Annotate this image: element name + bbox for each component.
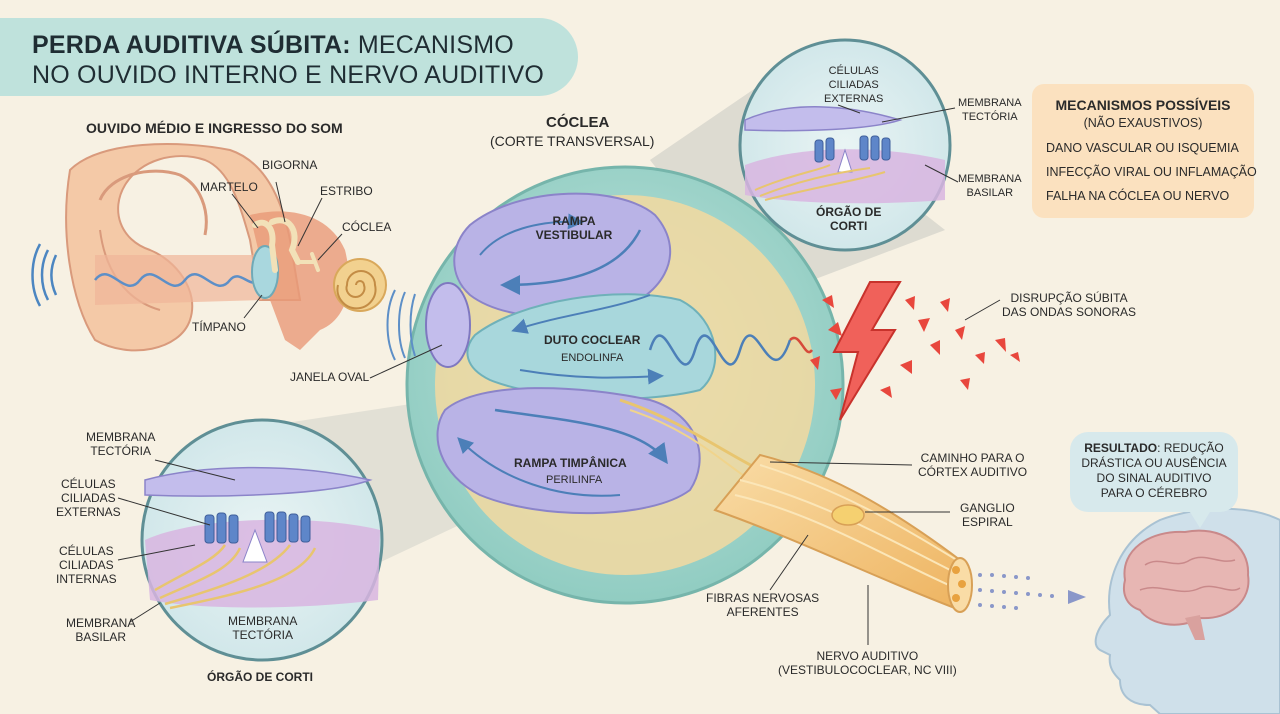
top-corti-line2: CORTI — [830, 219, 868, 233]
cochlea-subheading: (CORTE TRANSVERSAL) — [490, 133, 655, 149]
oval-window — [425, 282, 471, 368]
result-line1: DRÁSTICA OU AUSÊNCIA — [1081, 456, 1227, 470]
result-bubble: RESULTADO: REDUÇÃO DRÁSTICA OU AUSÊNCIA … — [1070, 432, 1238, 512]
disruption-line1: DISRUPÇÃO SÚBITA — [1010, 291, 1128, 305]
brain — [1122, 529, 1250, 626]
corti-zoom-bottom — [117, 418, 384, 662]
disruption-graphic — [810, 281, 1020, 421]
label-scala-tympani: RAMPA TIMPÂNICA — [514, 456, 627, 470]
incus — [269, 217, 301, 265]
result-line2: DO SINAL AUDITIVO — [1096, 471, 1212, 485]
label-endolymph: ENDOLINFA — [561, 352, 624, 364]
label-top-basilar: MEMBRANA BASILAR — [958, 172, 1022, 200]
result-text: RESULTADO: REDUÇÃO DRÁSTICA OU AUSÊNCIA … — [1070, 441, 1238, 501]
mechanisms-subheading: (NÃO EXAUSTIVOS) — [1083, 116, 1203, 130]
label-cochlear-duct: DUTO COCLEAR — [544, 333, 641, 347]
page-title: PERDA AUDITIVA SÚBITA: MECANISMO NO OUVI… — [32, 30, 544, 90]
malleus — [252, 219, 278, 273]
scala-vestibuli-line1: RAMPA — [552, 214, 596, 228]
corti-zoom-top — [738, 38, 959, 252]
label-auditory-nerve: NERVO AUDITIVO (VESTIBULOCOCLEAR, NC VII… — [778, 649, 957, 677]
path-cortex-line2: CÓRTEX AUDITIVO — [918, 465, 1028, 479]
cochlea-heading: CÓCLEA — [546, 114, 610, 131]
label-oval-window: JANELA OVAL — [290, 370, 370, 384]
bottom-ohc-line3: EXTERNAS — [56, 505, 121, 519]
bottom-ihc-line2: CILIADAS — [59, 558, 114, 572]
label-bigorna: BIGORNA — [262, 158, 318, 172]
top-tect-line2: TECTÓRIA — [961, 111, 1018, 123]
afferent-line2: AFERENTES — [726, 605, 799, 619]
label-bottom-inner-hair-cells: CÉLULAS CILIADAS INTERNAS — [56, 544, 117, 586]
top-tect-line1: MEMBRANA — [958, 97, 1022, 109]
top-bas-line1: MEMBRANA — [958, 173, 1022, 185]
bottom-tect-line2: TECTÓRIA — [90, 444, 151, 458]
title-strong: PERDA AUDITIVA SÚBITA: — [32, 31, 351, 59]
bottom-bas-line2: BASILAR — [75, 630, 127, 644]
bottom-tect2-line2: TECTÓRIA — [232, 628, 293, 642]
title-rest: MECANISMO — [350, 31, 514, 59]
bottom-tect-line1: MEMBRANA — [86, 430, 156, 444]
sound-wave-disrupted — [648, 334, 792, 366]
bottom-bas-line1: MEMBRANA — [66, 616, 136, 630]
disruption-line2: DAS ONDAS SONORAS — [1002, 305, 1137, 319]
label-bottom-tectorial: MEMBRANA TECTÓRIA — [86, 430, 155, 458]
mechanism-item: INFECÇÃO VIRAL OU INFLAMAÇÃO — [1046, 165, 1257, 179]
label-disruption: DISRUPÇÃO SÚBITA DAS ONDAS SONORAS — [1002, 291, 1136, 319]
top-ohc-line2: CILIADAS — [828, 79, 879, 91]
label-top-outer-hair-cells: CÉLULAS CILIADAS EXTERNAS — [824, 64, 883, 106]
middle-ear-heading: OUVIDO MÉDIO E INGRESSO DO SOM — [86, 120, 343, 136]
label-estribo: ESTRIBO — [320, 184, 373, 198]
label-martelo: MARTELO — [200, 180, 258, 194]
label-scala-vestibuli: RAMPA VESTIBULAR — [530, 214, 618, 242]
sound-wave-canal — [94, 273, 261, 287]
label-top-tectorial: MEMBRANA TECTÓRIA — [958, 96, 1022, 124]
bottom-ohc-line1: CÉLULAS — [60, 477, 116, 491]
ganglion-line2: ESPIRAL — [961, 515, 1013, 529]
stapes — [296, 252, 320, 272]
label-top-corti-caption: ÓRGÃO DE CORTI — [816, 205, 881, 233]
scala-vestibuli-line2: VESTIBULAR — [535, 228, 613, 242]
label-perilymph: PERILINFA — [546, 474, 603, 486]
afferent-line1: FIBRAS NERVOSAS — [706, 591, 820, 605]
bottom-ihc-line3: INTERNAS — [56, 572, 117, 586]
result-strong: RESULTADO — [1084, 441, 1158, 455]
label-path-to-cortex: CAMINHO PARA O CÓRTEX AUDITIVO — [918, 451, 1027, 479]
title-banner — [0, 18, 578, 96]
label-timpano: TÍMPANO — [192, 320, 246, 334]
bottom-tect2-line1: MEMBRANA — [228, 614, 298, 628]
label-bottom-basilar: MEMBRANA BASILAR — [66, 616, 135, 644]
top-ohc-line1: CÉLULAS — [828, 65, 879, 77]
path-cortex-line1: CAMINHO PARA O — [920, 451, 1025, 465]
auditory-nerve — [713, 453, 1086, 645]
top-corti-line1: ÓRGÃO DE — [816, 205, 882, 219]
mechanism-item: FALHA NA CÓCLEA OU NERVO — [1046, 189, 1230, 203]
auditory-nerve-line2: (VESTIBULOCOCLEAR, NC VIII) — [778, 663, 957, 677]
mechanisms-heading: MECANISMOS POSSÍVEIS — [1055, 97, 1231, 113]
head-silhouette — [1094, 507, 1280, 714]
label-bottom-outer-hair-cells: CÉLULAS CILIADAS EXTERNAS — [56, 477, 121, 519]
label-afferent-fibers: FIBRAS NERVOSAS AFERENTES — [706, 591, 819, 619]
label-bottom-corti-caption: ÓRGÃO DE CORTI — [207, 670, 314, 684]
mechanism-item: DANO VASCULAR OU ISQUEMIA — [1046, 141, 1239, 155]
result-line3: PARA O CÉREBRO — [1100, 486, 1208, 500]
auditory-nerve-line1: NERVO AUDITIVO — [816, 649, 919, 663]
title-line2: NO OUVIDO INTERNO E NERVO AUDITIVO — [32, 61, 544, 89]
result-rest: : REDUÇÃO — [1157, 441, 1224, 455]
top-bas-line2: BASILAR — [966, 187, 1014, 199]
mechanisms-box: MECANISMOS POSSÍVEIS (NÃO EXAUSTIVOS) DA… — [1032, 84, 1257, 218]
label-bottom-tectorial-2: MEMBRANA TECTÓRIA — [228, 614, 297, 642]
ear-illustration — [31, 143, 387, 352]
bottom-ohc-line2: CILIADAS — [61, 491, 116, 505]
label-spiral-ganglion: GANGLIO ESPIRAL — [960, 501, 1015, 529]
ganglion-line1: GANGLIO — [960, 501, 1015, 515]
label-coclea-small: CÓCLEA — [342, 220, 392, 234]
lightning-bolt — [832, 281, 902, 421]
bottom-ihc-line1: CÉLULAS — [58, 544, 114, 558]
top-ohc-line3: EXTERNAS — [824, 93, 884, 105]
